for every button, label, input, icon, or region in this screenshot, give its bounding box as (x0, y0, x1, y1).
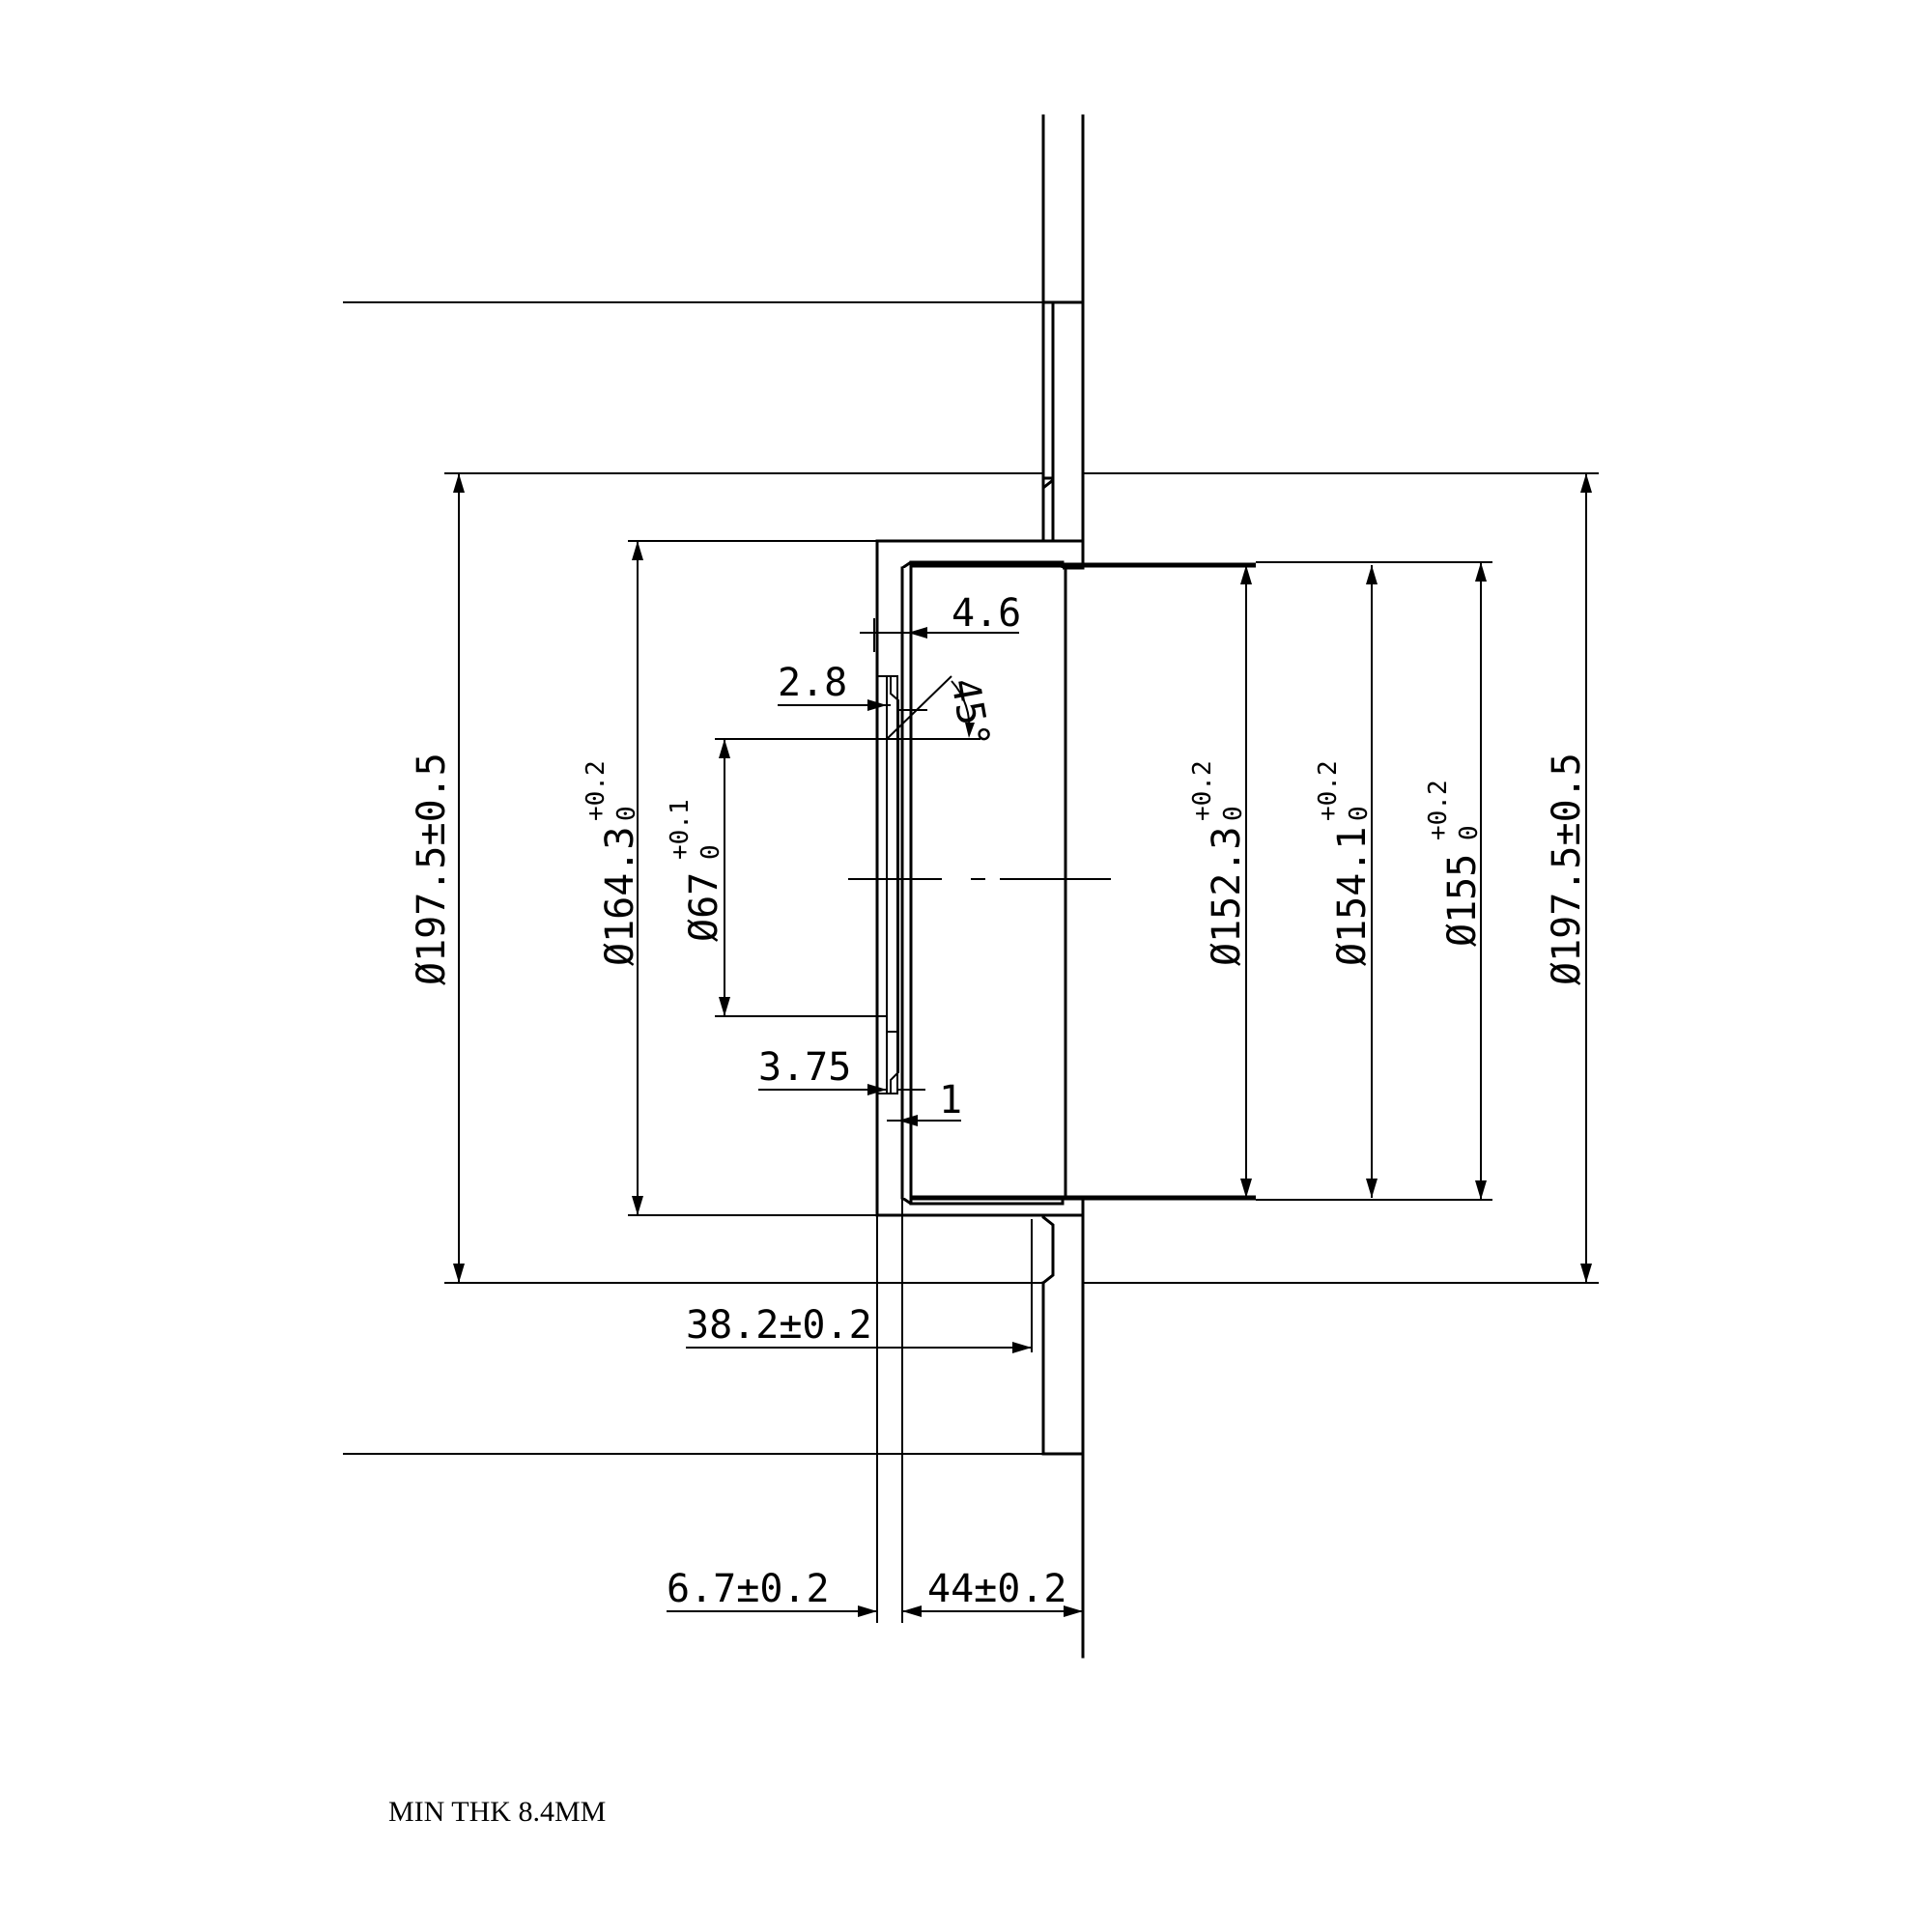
svg-text:0: 0 (1345, 806, 1374, 821)
label-groove-width: 3.75 (758, 1045, 851, 1090)
disc-section (875, 114, 1256, 1659)
svg-text:0: 0 (696, 844, 725, 860)
label-center-bore-dia: Ø67 (682, 872, 726, 942)
svg-text:+0.2: +0.2 (1188, 760, 1217, 821)
lower-friction-ring (1041, 1213, 1085, 1456)
label-outer-dia-right: Ø197.5±0.5 (1545, 753, 1589, 985)
label-hat-wall-thickness: 6.7±0.2 (667, 1567, 830, 1611)
label-inner-dia-2: Ø154.1 (1330, 827, 1375, 967)
label-flange-step: 4.6 (952, 591, 1021, 636)
upper-friction-ring (1041, 300, 1085, 543)
label-total-height: 44±0.2 (927, 1567, 1067, 1611)
label-hat-offset: 38.2±0.2 (686, 1303, 872, 1348)
min-thickness-note: MIN THK 8.4MM (388, 1796, 606, 1828)
label-bore-chamfer-depth: 2.8 (778, 661, 847, 705)
svg-text:0: 0 (1219, 806, 1248, 821)
svg-text:+0.2: +0.2 (1424, 780, 1453, 840)
dimension-lines (343, 301, 1599, 1623)
svg-text:0: 0 (612, 806, 641, 821)
label-outer-dia-left: Ø197.5±0.5 (410, 753, 454, 985)
label-hat-outer-dia: Ø164.3 (598, 827, 642, 967)
svg-text:0: 0 (1455, 825, 1484, 840)
dimension-labels: Ø197.5±0.5 Ø164.3 +0.2 0 Ø67 +0.1 0 Ø152… (410, 591, 1589, 1611)
svg-text:+0.2: +0.2 (582, 760, 611, 821)
svg-text:+0.1: +0.1 (666, 799, 695, 860)
label-groove-depth: 1 (939, 1078, 962, 1122)
label-inner-dia-1: Ø152.3 (1205, 827, 1249, 967)
label-inner-dia-3: Ø155 (1440, 854, 1485, 947)
svg-text:+0.2: +0.2 (1314, 760, 1343, 821)
